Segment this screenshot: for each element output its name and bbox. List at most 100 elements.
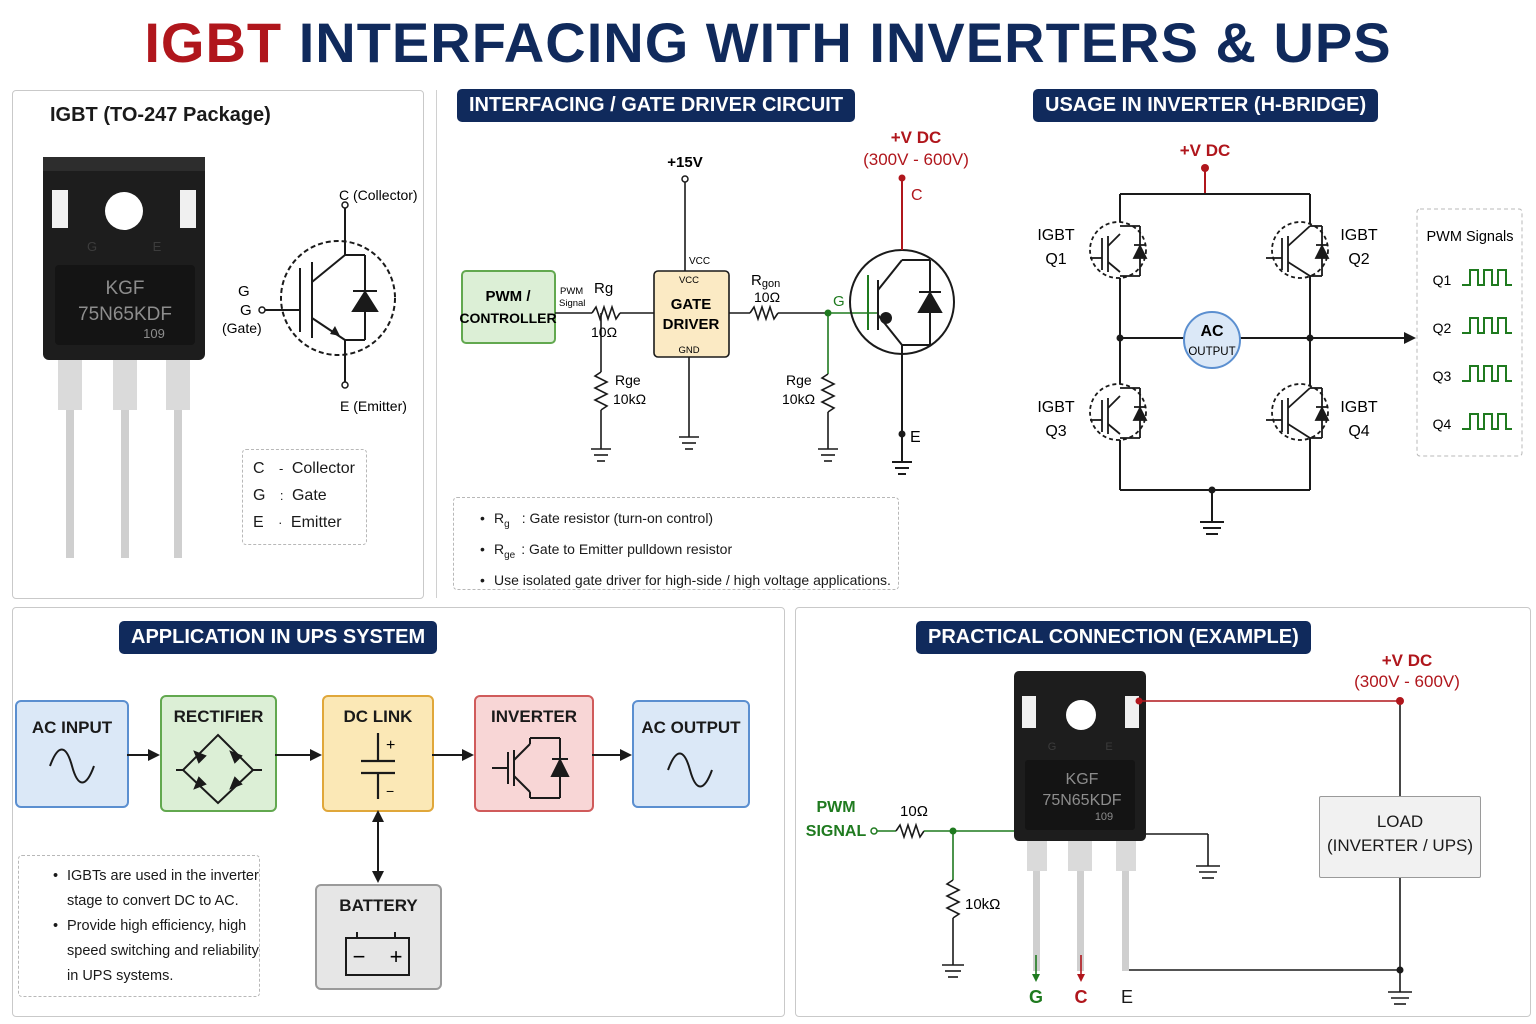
pin-letter: C	[253, 460, 265, 477]
flow-arrowhead	[462, 749, 474, 761]
hb-left-mid-node	[1116, 334, 1124, 342]
pin-arrow-g	[1032, 974, 1040, 982]
driver-line1: GATE	[671, 296, 712, 313]
emitter-terminal	[341, 381, 349, 389]
practical-pwm-line1: PWM	[816, 799, 855, 816]
practical-heading: PRACTICAL CONNECTION (EXAMPLE)	[916, 621, 1311, 654]
block-label: INVERTER	[491, 707, 577, 726]
title-rest: INTERFACING WITH INVERTERS & UPS	[298, 11, 1392, 74]
pwm-label-q2: Q2	[1433, 320, 1452, 336]
pwm-signal-line1: PWM	[560, 286, 583, 297]
block-label: AC OUTPUT	[641, 718, 741, 737]
rgon-label: Rgon	[751, 272, 780, 290]
gate-node-dot	[824, 309, 832, 317]
hb-gnd-node	[1208, 486, 1216, 494]
practical-chip-mark-e: E	[1105, 741, 1112, 753]
gate-driver-heading: INTERFACING / GATE DRIVER CIRCUIT	[457, 89, 856, 122]
igbt-chip-image: G E KGF 75N65KDF 109	[43, 157, 205, 558]
gd-c-label: C	[911, 187, 923, 204]
battery-icon	[345, 932, 410, 976]
pwm-label-q4: Q4	[1433, 416, 1452, 432]
practical-chip-part: 75N65KDF	[1042, 792, 1121, 809]
pin-legend-row: C - Collector	[253, 460, 355, 478]
practical-gate-node	[949, 827, 957, 835]
battery-plus: +	[390, 944, 403, 969]
pwm-controller-block	[461, 270, 556, 344]
practical-chip-brand: KGF	[1066, 771, 1099, 788]
igbt-q3-symbol	[1089, 383, 1148, 441]
load-line1: LOAD	[1376, 812, 1424, 831]
block-label: DC LINK	[343, 707, 413, 726]
flow-arrowhead	[620, 749, 632, 761]
hb-vdc: +V DC	[1180, 141, 1231, 160]
ac-output-arrow	[1404, 332, 1416, 344]
practical-igbt-chip: G E KGF 75N65KDF 109	[1014, 671, 1146, 971]
sine-icon	[667, 752, 713, 788]
gd-vdc-range: (300V - 600V)	[863, 150, 969, 169]
load-line2: (INVERTER / UPS)	[1326, 836, 1474, 855]
rectifier-block: RECTIFIER	[160, 695, 277, 812]
pwm-label-q1: Q1	[1433, 272, 1452, 288]
inverter-igbt-icon	[492, 737, 570, 799]
block-label: RECTIFIER	[173, 707, 264, 726]
gate-driver-notes: Rg: Gate resistor (turn-on control) Rge:…	[453, 497, 899, 593]
practical-series-res: 10Ω	[900, 803, 928, 820]
symbol-collector-label: C (Collector)	[339, 187, 418, 203]
package-heading: IGBT (TO-247 Package)	[50, 104, 271, 126]
practical-collector-wire	[1139, 700, 1401, 796]
pin-arrow-c	[1077, 974, 1085, 982]
q1-label-line1: IGBT	[1037, 227, 1075, 244]
practical-vdc-range: (300V - 600V)	[1354, 672, 1460, 691]
vdc-node	[1396, 697, 1404, 705]
chip-mark-e: E	[153, 239, 162, 254]
collector-node	[898, 174, 906, 182]
rge-left-label: Rge	[615, 372, 641, 388]
capacitor-plus: +	[386, 737, 395, 754]
practical-gate-wires	[876, 822, 1014, 978]
symbol-emitter-label: E (Emitter)	[340, 398, 407, 414]
pwm-waveforms	[1462, 269, 1512, 430]
title-igbt: IGBT	[144, 11, 283, 74]
q2-label-line2: Q2	[1348, 251, 1369, 268]
power-igbt-symbol	[849, 180, 955, 475]
rge-right-label: Rge	[786, 372, 812, 388]
practical-chip-code: 109	[1095, 811, 1113, 823]
page-title: IGBT INTERFACING WITH INVERTERS & UPS	[0, 10, 1536, 75]
pin-letter: G	[253, 487, 266, 504]
rge-right-value: 10kΩ	[782, 391, 815, 407]
q4-label-line2: Q4	[1348, 423, 1369, 440]
flow-arrowhead-down	[372, 871, 384, 883]
driver-vcc-outer: VCC	[689, 256, 710, 267]
rgon-value: 10Ω	[754, 289, 780, 305]
chip-text-brand: KGF	[105, 278, 144, 299]
chip-text-code: 109	[143, 326, 165, 341]
rg-value: 10Ω	[591, 324, 617, 340]
igbt-symbol	[262, 205, 396, 385]
pin-name: Gate	[291, 487, 327, 504]
pin-arrows	[1035, 955, 1082, 978]
q4-label-line1: IGBT	[1340, 399, 1378, 416]
pwm-signals-title: PWM Signals	[1426, 229, 1513, 245]
hb-right-mid-node	[1306, 334, 1314, 342]
collector-terminal	[341, 201, 349, 209]
igbt-q4-symbol	[1266, 383, 1330, 441]
supply-15v: +15V	[667, 154, 702, 171]
gate-driver-wires	[555, 181, 828, 462]
ac-output-node	[1183, 311, 1241, 369]
tab-node	[1135, 697, 1143, 705]
pin-legend	[242, 449, 367, 545]
practical-chip-mark-g: G	[1048, 741, 1057, 753]
hb-vdc-node	[1201, 164, 1209, 172]
driver-line2: DRIVER	[663, 316, 720, 333]
pin-sep: -	[279, 461, 284, 476]
symbol-gate-name: (Gate)	[222, 320, 262, 336]
pin-legend-row: G : Gate	[253, 487, 327, 505]
pin-letter: E	[253, 514, 264, 531]
note-item: Rg: Gate resistor (turn-on control)	[480, 506, 898, 537]
driver-gnd: GND	[678, 345, 699, 356]
